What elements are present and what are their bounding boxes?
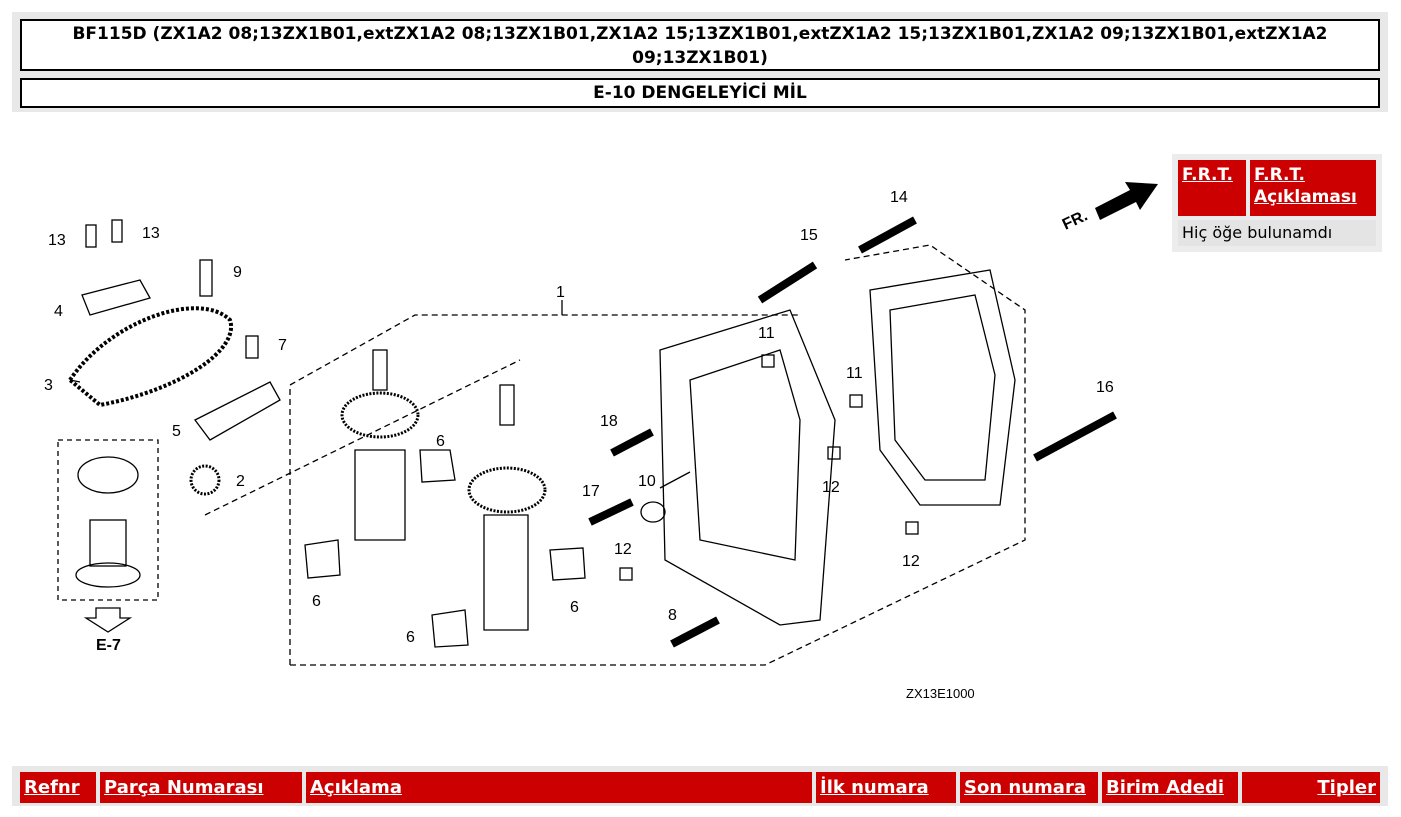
callout-label: 6	[570, 599, 579, 616]
callout-label: 12	[614, 541, 632, 558]
callout-label: 12	[902, 553, 920, 570]
page-title: BF115D (ZX1A2 08;13ZX1B01,extZX1A2 08;13…	[20, 19, 1380, 71]
callout-label: 4	[54, 303, 63, 320]
column-header-unit-quantity[interactable]: Birim Adedi	[1102, 772, 1238, 803]
callout-label: 11	[846, 365, 863, 382]
ref-e7-label: E-7	[96, 637, 121, 654]
column-header-part-number[interactable]: Parça Numarası	[100, 772, 302, 803]
column-header-refnr[interactable]: Refnr	[20, 772, 96, 803]
callout-label: 3	[44, 377, 53, 394]
column-header-last-number[interactable]: Son numara	[960, 772, 1098, 803]
column-header-first-number[interactable]: İlk numara	[816, 772, 956, 803]
diagram-code: ZX13E1000	[906, 686, 975, 701]
callout-label: 10	[638, 473, 656, 490]
callout-label: 18	[600, 413, 618, 430]
callout-label: 17	[582, 483, 600, 500]
callout-label: 15	[800, 227, 818, 244]
parts-diagram: FR. E-7 1 2 3 4 5 6 6 6 6 7 8 9 10 11 11…	[44, 182, 1158, 701]
column-header-description[interactable]: Açıklama	[306, 772, 812, 803]
callout-label: 13	[48, 232, 66, 249]
callout-label: 1	[556, 284, 565, 301]
callout-label: 5	[172, 423, 181, 440]
frt-empty-message: Hiç öğe bulunamdı	[1178, 220, 1376, 246]
callout-label: 9	[233, 264, 242, 281]
callout-label: 6	[436, 433, 445, 450]
callout-label: 6	[406, 629, 415, 646]
callout-label: 2	[236, 473, 245, 490]
column-header-types[interactable]: Tipler	[1242, 772, 1380, 803]
callout-label: 11	[758, 325, 775, 342]
callout-label: 13	[142, 225, 160, 242]
section-title: E-10 DENGELEYİCİ MİL	[20, 78, 1380, 108]
frt-description-column-header[interactable]: F.R.T. Açıklaması	[1250, 160, 1376, 216]
callout-label: 8	[668, 607, 677, 624]
frt-column-header[interactable]: F.R.T.	[1178, 160, 1246, 216]
callout-label: 14	[890, 189, 908, 206]
fr-label: FR.	[1060, 207, 1091, 233]
callout-label: 6	[312, 593, 321, 610]
callout-label: 12	[822, 479, 840, 496]
callout-label: 7	[278, 337, 287, 354]
callout-label: 16	[1096, 379, 1114, 396]
